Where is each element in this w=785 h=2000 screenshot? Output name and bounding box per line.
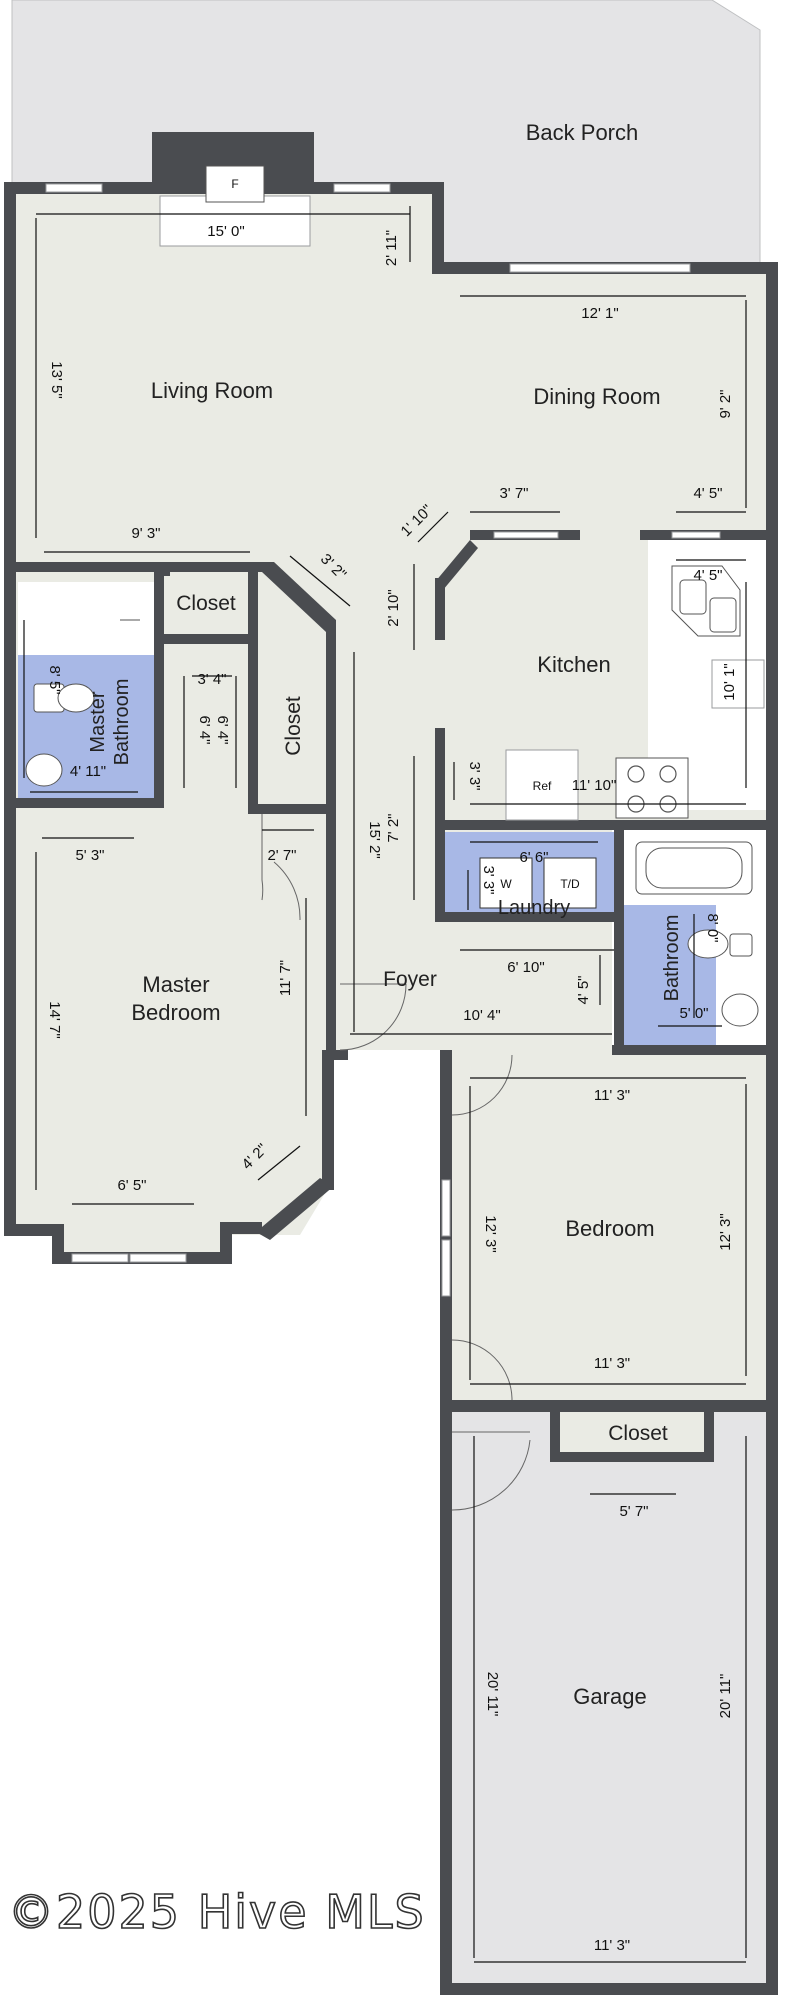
dim-bay-width: 6' 5": [117, 1177, 146, 1194]
bathroom-label: Bathroom: [661, 915, 683, 1002]
dim-bedroom-left-height: 12' 3": [482, 1215, 499, 1252]
dim-living-lower-width: 9' 3": [131, 525, 160, 542]
dim-bath-width: 5' 0": [679, 1005, 708, 1022]
dim-master-bath-height: 8' 5": [46, 665, 63, 694]
closet-hall-label: Closet: [282, 696, 305, 756]
dim-hall-closet-width: 3' 4": [197, 671, 226, 688]
bath-fixtures: [635, 841, 759, 1027]
dim-foyer-width: 10' 4": [463, 1007, 500, 1024]
dim-master-bed-door: 2' 7": [267, 847, 296, 864]
garage-closet-label: Closet: [608, 1422, 668, 1445]
dim-kitchen-lower-short: 3' 3": [466, 761, 483, 790]
dim-master-bed-height: 14' 7": [46, 1001, 63, 1038]
dim-living-height: 13' 5": [48, 361, 65, 398]
dimension-lines: [23, 206, 747, 1963]
master-bath-fixtures: [25, 619, 140, 787]
closet-top-floor: [164, 576, 248, 634]
master-bathroom-label-2: Bathroom: [111, 679, 133, 766]
dim-fireplace-depth: 2' 11": [383, 230, 400, 266]
dim-hall-closet-depth2: 6' 4": [214, 715, 231, 744]
dim-bedroom-top-width: 11' 3": [594, 1087, 630, 1104]
dim-living-width: 15' 0": [207, 223, 244, 240]
laundry-label: Laundry: [498, 897, 570, 919]
dishwasher: [711, 659, 765, 709]
fireplace-box: [205, 165, 265, 203]
master-bathroom-label-1: Master: [87, 691, 109, 752]
refrigerator-label: Ref: [533, 779, 552, 793]
washer: [479, 857, 533, 909]
dim-master-bath-width: 4' 11": [70, 763, 106, 780]
back-porch-label: Back Porch: [526, 120, 639, 145]
stove: [615, 757, 689, 819]
windows: [45, 183, 721, 1297]
dim-dining-height: 9' 2": [717, 389, 734, 418]
bedroom-label: Bedroom: [565, 1216, 654, 1241]
dining-room-label: Dining Room: [533, 384, 660, 409]
dim-bath-height: 8' 0": [704, 913, 721, 942]
dim-master-bed-width: 5' 3": [75, 847, 104, 864]
living-room-label: Living Room: [151, 378, 273, 403]
dim-garage-left-height: 20' 11": [484, 1672, 501, 1717]
fireplace-hearth: [159, 195, 311, 247]
closet-hall-floor: [258, 644, 326, 804]
bath-wet-area: [624, 905, 716, 1045]
kitchen-label: Kitchen: [537, 652, 610, 677]
dim-bedroom-right-height: 12' 3": [717, 1213, 734, 1250]
dim-master-bed-right: 11' 7": [277, 960, 294, 996]
master-bedroom-label-2: Bedroom: [131, 1000, 220, 1025]
dim-bedroom-bottom-width: 11' 3": [594, 1355, 630, 1372]
watermark: ©2025 Hive MLS: [8, 1885, 426, 1939]
dim-kitchen-right-top: 4' 5": [693, 485, 722, 502]
dim-garage-closet-width: 5' 7": [619, 1503, 648, 1520]
dim-laundry-width: 6' 6": [519, 849, 548, 866]
dim-hall-lower: 7' 2": [385, 813, 402, 842]
dryer-label: T/D: [560, 877, 580, 891]
washer-label: W: [500, 877, 512, 891]
garage-floor: [446, 1400, 772, 1990]
door-swings: [261, 814, 531, 1511]
dim-kitchen-right-height: 10' 1": [721, 663, 738, 700]
dim-dining-width: 12' 1": [581, 305, 618, 322]
dim-kitchen-top: 3' 7": [499, 485, 528, 502]
kitchen-sink: [671, 565, 741, 637]
dim-foyer-depth: 4' 5": [575, 975, 592, 1004]
dim-laundry-lower: 6' 10": [507, 959, 544, 976]
dim-sink-width: 4' 5": [693, 567, 722, 584]
master-shower: [18, 582, 158, 655]
closet-top-label: Closet: [176, 592, 236, 615]
dim-kitchen-lower-width: 11' 10": [572, 777, 617, 794]
dim-garage-width: 11' 3": [594, 1937, 630, 1954]
garage-label: Garage: [573, 1684, 646, 1709]
dryer: [543, 857, 597, 909]
dim-laundry-depth: 3' 3": [480, 865, 497, 894]
bedroom-floor: [446, 1055, 772, 1400]
dim-hall-closet-depth1: 6' 4": [196, 715, 213, 744]
dim-hall-height: 15' 2": [366, 821, 383, 858]
dim-garage-right-height: 20' 11": [717, 1674, 734, 1719]
master-bedroom-label-1: Master: [142, 972, 209, 997]
main-floor: [12, 190, 772, 1260]
fireplace-label: F: [231, 177, 238, 191]
refrigerator: [505, 749, 579, 821]
foyer-label: Foyer: [383, 968, 437, 991]
dim-kitchen-side: 2' 10": [385, 589, 402, 626]
garage-closet-floor: [560, 1412, 704, 1452]
